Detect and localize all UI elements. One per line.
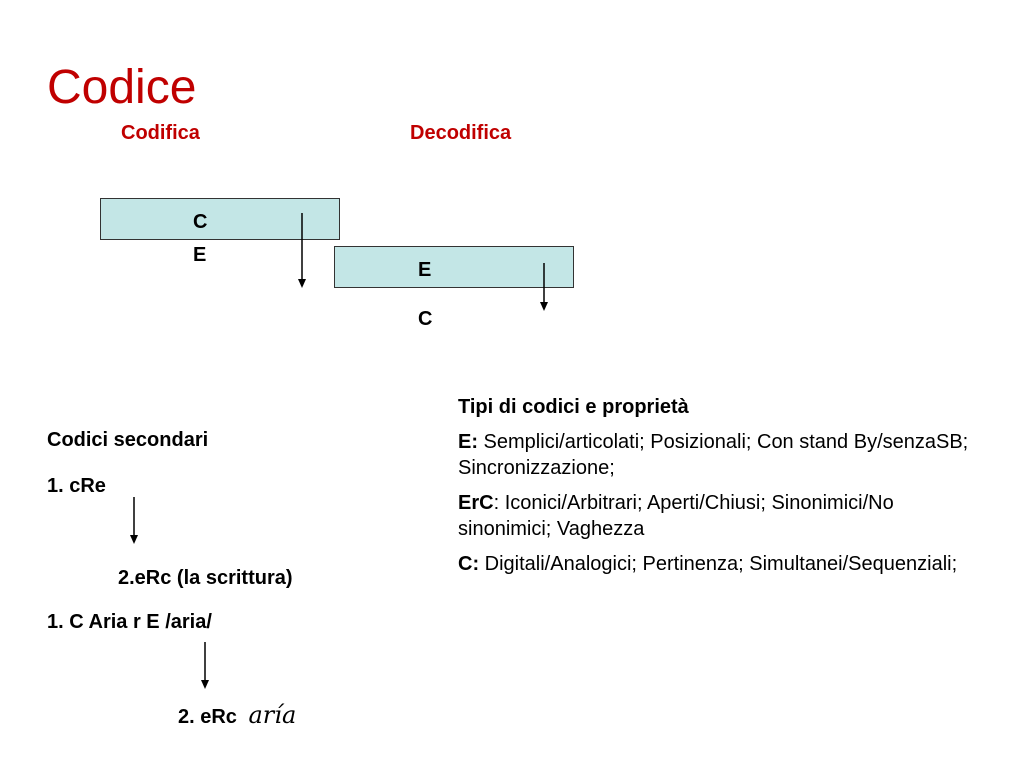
types-c-text: Digitali/Analogici; Pertinenza; Simultan… [479,553,958,575]
decodifica-arrow-icon [540,263,548,311]
codifica-box-letter-c: C [193,211,208,233]
decodifica-box-letter-e: E [418,259,432,281]
aria-word: aría [248,701,297,729]
codifica-arrow-icon [298,213,306,288]
types-erc-label: ErC [458,492,494,514]
codifica-letter-e: E [193,244,207,266]
types-e-paragraph: E: Semplici/articolati; Posizionali; Con… [458,429,978,481]
slide-title: Codice [47,61,197,114]
types-e-label: E: [458,431,478,453]
code-types-heading: Tipi di codici e proprietà [458,396,689,418]
erc-prefix: 2. eRc [178,706,237,728]
types-e-text: Semplici/articolati; Posizionali; Con st… [458,431,969,479]
secondary-item-erc-aria: 2. eRc aría [178,703,296,729]
secondary-item-erc-scrittura: 2.eRc (la scrittura) [118,567,293,589]
secondary-item-aria: 1. C Aria r E /aria/ [47,611,212,633]
codifica-box [100,198,340,240]
types-erc-paragraph: ErC: Iconici/Arbitrari; Aperti/Chiusi; S… [458,490,978,542]
decodifica-letter-c: C [418,308,433,330]
types-erc-text: : Iconici/Arbitrari; Aperti/Chiusi; Sino… [458,492,894,540]
secondary-arrow-1-icon [130,497,138,544]
types-c-label: C: [458,553,480,575]
decodifica-heading: Decodifica [410,122,512,144]
types-c-paragraph: C: Digitali/Analogici; Pertinenza; Simul… [458,551,978,577]
decodifica-box [334,246,574,288]
codifica-heading: Codifica [121,122,200,144]
secondary-item-cre: 1. cRe [47,475,106,497]
secondary-arrow-2-icon [201,642,209,689]
code-types-block: Tipi di codici e proprietà E: Semplici/a… [458,394,978,586]
secondary-codes-heading: Codici secondari [47,429,209,451]
